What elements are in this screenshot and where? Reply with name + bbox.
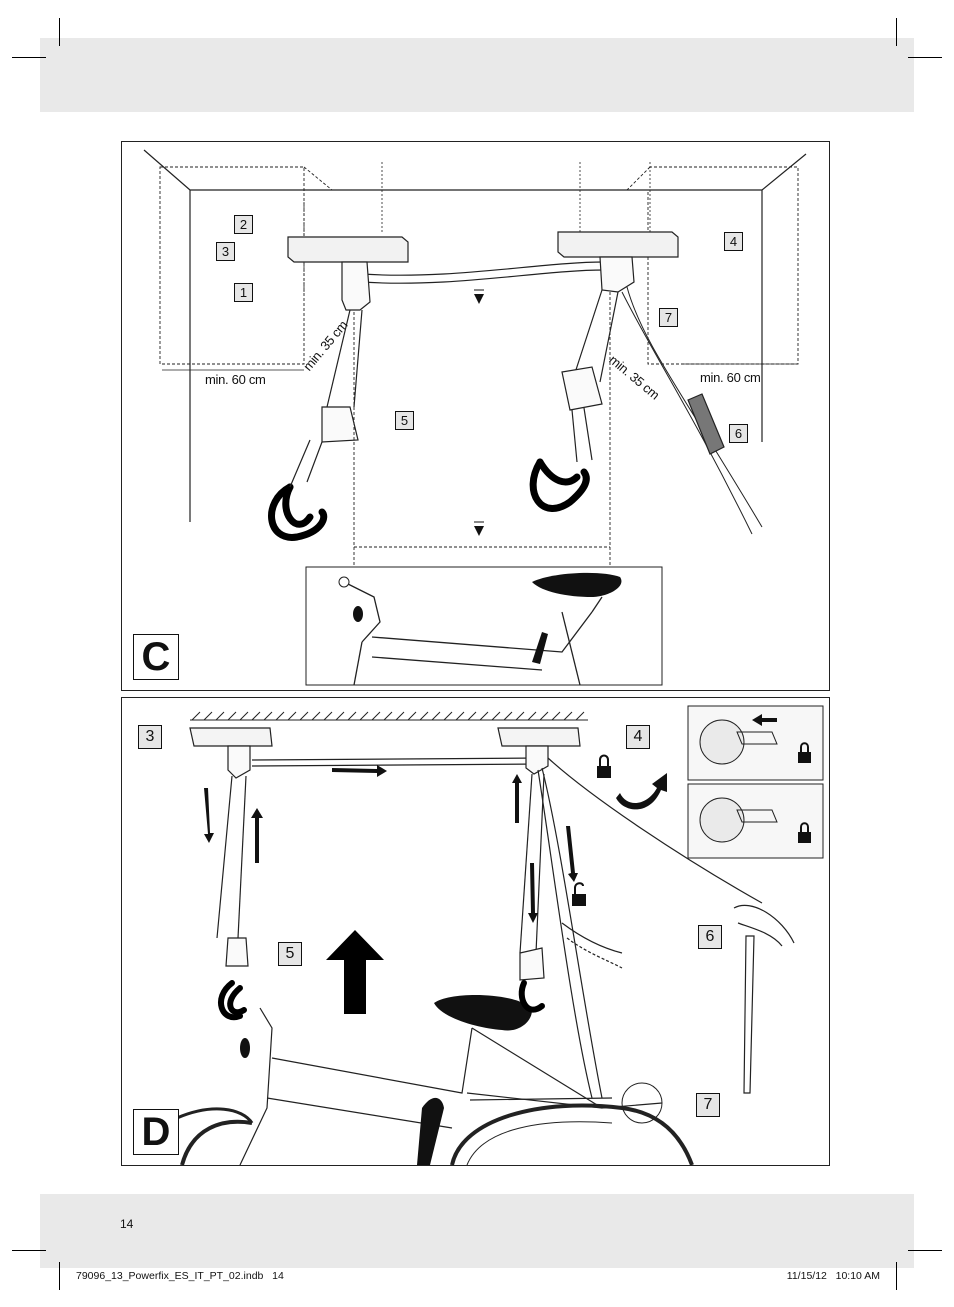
crop-mark — [12, 57, 46, 58]
header-band — [40, 38, 914, 112]
callout-3: 3 — [216, 242, 235, 261]
panel-d-illustration — [176, 705, 824, 1165]
footer-band — [40, 1194, 914, 1268]
callout-5: 5 — [278, 942, 302, 966]
footer-file-name: 79096_13_Powerfix_ES_IT_PT_02.indb 14 — [76, 1270, 284, 1282]
panel-c-illustration — [143, 149, 807, 686]
crop-mark — [12, 1250, 46, 1251]
crop-mark — [908, 57, 942, 58]
panel-d-operation-diagram: 3 4 5 6 7 D — [121, 697, 830, 1166]
callout-2: 2 — [234, 215, 253, 234]
crop-mark — [896, 18, 897, 46]
dimension-min-60-right: min. 60 cm — [700, 370, 761, 385]
panel-letter-c: C — [133, 634, 179, 680]
crop-mark — [896, 1262, 897, 1290]
callout-4: 4 — [626, 725, 650, 749]
callout-4: 4 — [724, 232, 743, 251]
crop-mark — [59, 18, 60, 46]
callout-6: 6 — [698, 925, 722, 949]
callout-7: 7 — [659, 308, 678, 327]
callout-1: 1 — [234, 283, 253, 302]
panel-c-installation-diagram: 2 3 1 4 7 5 6 min. 60 cm min. 35 cm min.… — [121, 141, 830, 691]
callout-6: 6 — [729, 424, 748, 443]
crop-mark — [908, 1250, 942, 1251]
page-number: 14 — [120, 1217, 134, 1231]
callout-3: 3 — [138, 725, 162, 749]
callout-5: 5 — [395, 411, 414, 430]
lock-closed-icon — [597, 754, 611, 778]
arrow-curved-icon — [616, 773, 667, 810]
footer-timestamp: 11/15/12 10:10 AM — [786, 1270, 880, 1282]
callout-7: 7 — [696, 1093, 720, 1117]
crop-mark — [59, 1262, 60, 1290]
panel-letter-d: D — [133, 1109, 179, 1155]
arrow-up-icon — [326, 930, 384, 1014]
lock-open-icon — [572, 882, 586, 906]
dimension-min-60-left: min. 60 cm — [205, 372, 266, 387]
